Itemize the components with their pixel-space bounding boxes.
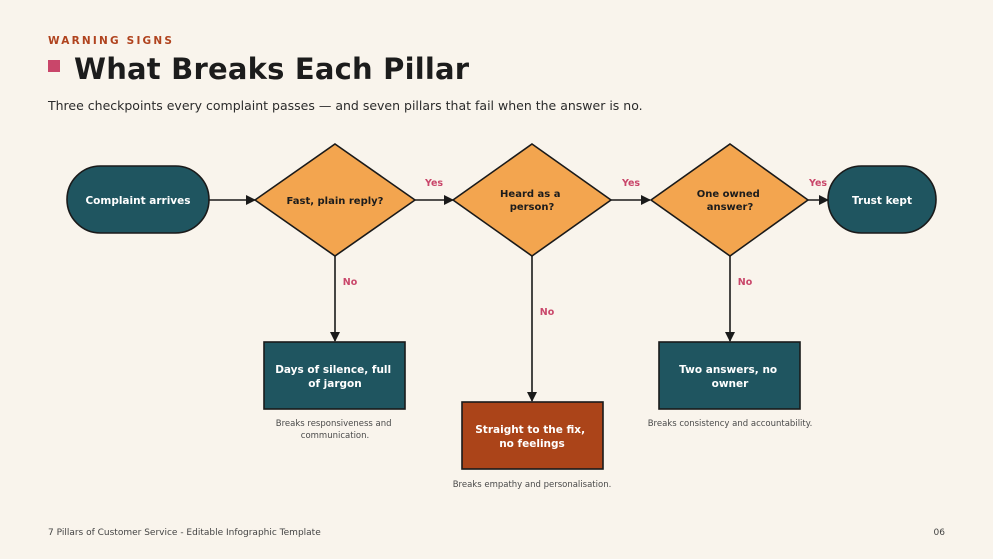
end-node bbox=[827, 165, 937, 234]
start-node-label: Complaint arrives bbox=[85, 195, 190, 207]
page-subtitle: Three checkpoints every complaint passes… bbox=[48, 98, 643, 113]
failure-box-1 bbox=[263, 341, 406, 410]
title-marker-icon bbox=[48, 60, 60, 72]
end-node-label: Trust kept bbox=[852, 195, 912, 207]
no-label-1: No bbox=[343, 277, 358, 288]
page-number: 06 bbox=[933, 528, 945, 538]
failure-caption-1: Breaks responsiveness and communication. bbox=[276, 419, 395, 441]
yes-label-2: Yes bbox=[621, 178, 640, 189]
failure-box-3 bbox=[658, 341, 801, 410]
yes-label-3: Yes bbox=[808, 178, 827, 189]
page-title: What Breaks Each Pillar bbox=[74, 52, 470, 86]
failure-box-1-label: Days of silence, full of jargon bbox=[275, 364, 395, 390]
failure-box-2-label: Straight to the fix, no feelings bbox=[475, 424, 588, 450]
eyebrow-label: WARNING SIGNS bbox=[48, 35, 175, 47]
start-node bbox=[66, 165, 210, 234]
failure-box-2 bbox=[461, 401, 604, 470]
failure-caption-3: Breaks consistency and accountability. bbox=[648, 419, 813, 429]
yes-label-1: Yes bbox=[424, 178, 443, 189]
no-label-3: No bbox=[738, 277, 753, 288]
decision-2-label: Heard as a person? bbox=[500, 189, 564, 213]
decision-1-label: Fast, plain reply? bbox=[287, 196, 384, 207]
decision-3-label: One owned answer? bbox=[697, 189, 764, 213]
failure-caption-2: Breaks empathy and personalisation. bbox=[453, 480, 612, 490]
decision-3 bbox=[649, 143, 810, 257]
no-label-2: No bbox=[540, 307, 555, 318]
footer-title: 7 Pillars of Customer Service - Editable… bbox=[48, 528, 321, 538]
title-row: What Breaks Each Pillar bbox=[48, 52, 469, 86]
failure-box-3-label: Two answers, no owner bbox=[679, 364, 781, 390]
decision-1 bbox=[253, 143, 417, 257]
decision-2 bbox=[451, 143, 613, 257]
